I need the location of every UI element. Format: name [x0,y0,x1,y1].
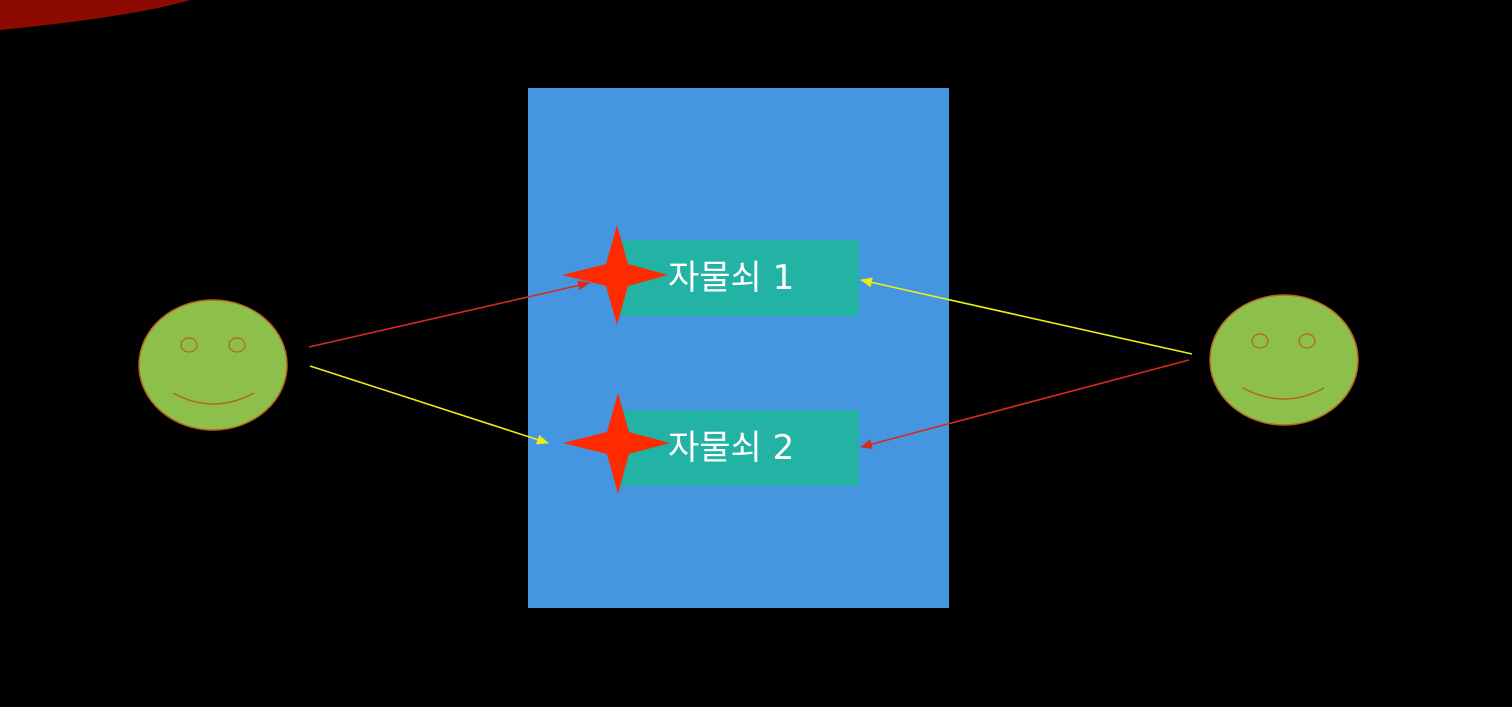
lock-1-label: 자물쇠 1 [668,258,794,298]
left-face [138,299,288,431]
lock-2-label: 자물쇠 2 [668,428,794,468]
star-icon [562,225,668,325]
arrow-left-to-lock-2 [309,365,549,445]
container-box [528,88,949,608]
right-face [1209,294,1359,426]
left-face-eye-left [180,337,198,353]
arrow-right-to-lock-1 [860,277,1193,355]
star-icon [563,393,670,494]
right-person-smiley-icon [1209,294,1359,426]
arrow-right-to-lock-2 [860,359,1190,450]
right-face-eye-right [1298,333,1316,349]
lock-1: 자물쇠 1 [562,225,859,325]
lock-2-box [614,410,859,486]
corner-swoosh-decoration [0,0,190,30]
left-face-eye-right [228,337,246,353]
left-person-smiley-icon [138,299,288,431]
arrow-left-to-lock-1 [308,280,590,348]
right-face-eye-left [1251,333,1269,349]
right-face-mouth [1242,387,1325,400]
lock-2: 자물쇠 2 [563,393,859,494]
left-face-mouth [172,392,255,405]
